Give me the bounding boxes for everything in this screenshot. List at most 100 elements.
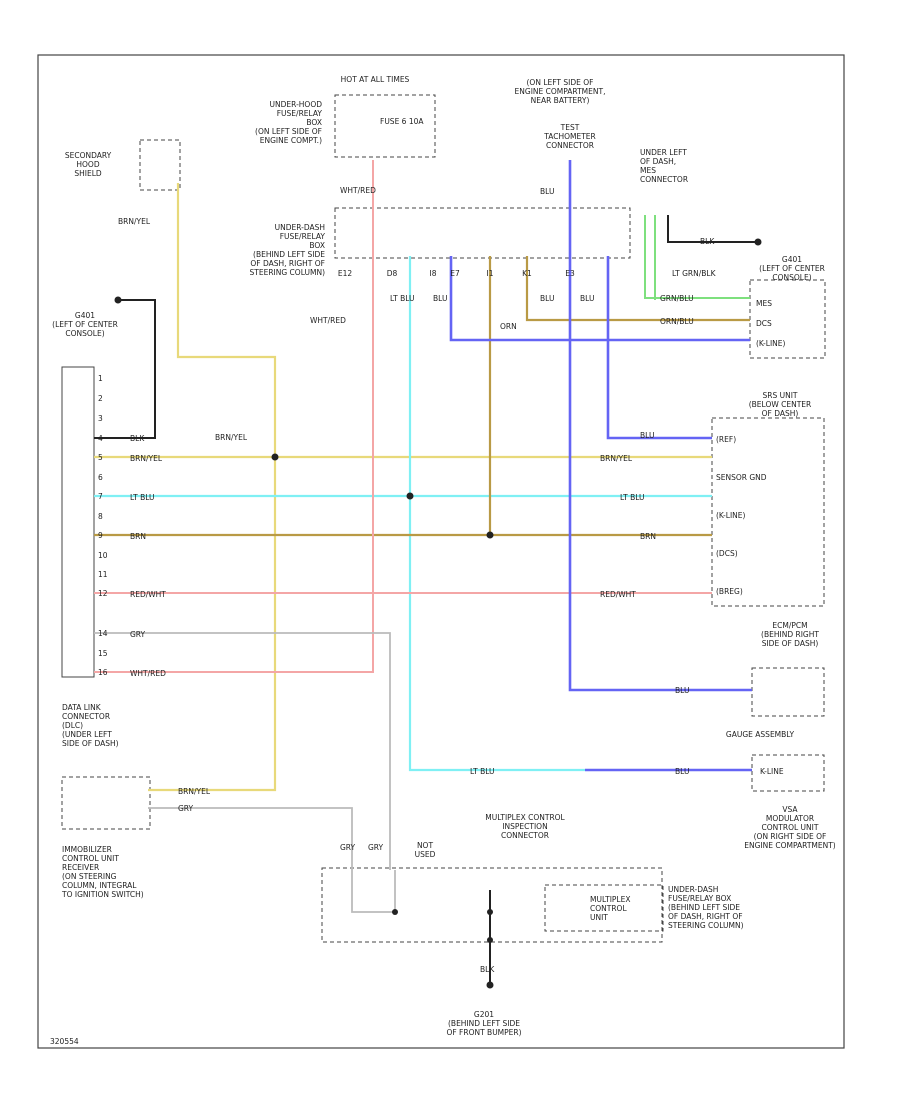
secondary-hood-label: SHIELD <box>74 169 102 178</box>
ground-g401-dlc <box>114 296 122 304</box>
under-dash-box2-label: FUSE/RELAY BOX <box>668 894 731 903</box>
srs-pin-labels: (REF) <box>716 435 736 444</box>
wire-label-lt-blu-gry: LT BLU <box>390 294 415 303</box>
under-dash-box-label: BOX <box>309 241 325 250</box>
wire-label-lt-grn-blk: LT GRN/BLK <box>672 269 717 278</box>
dlc-pin-1: 1 <box>98 374 103 383</box>
dlc-pin-11: 11 <box>98 570 108 579</box>
wire-label-blk: BLK <box>700 237 715 246</box>
multiplex-unit-label: CONTROL <box>590 904 627 913</box>
wire-label-blu: BLU <box>433 294 447 303</box>
vsa-label: MODULATOR <box>766 814 814 823</box>
under-dash-box-label: UNDER-DASH <box>275 223 325 232</box>
wire-label-red-wht: RED/WHT <box>130 590 166 599</box>
wire-label-red-wht: RED/WHT <box>600 590 636 599</box>
immobilizer-label: IMMOBILIZER <box>62 845 112 854</box>
wire-label-blu: BLU <box>540 294 554 303</box>
under-dash-box2-label: (BEHIND LEFT SIDE <box>668 903 740 912</box>
wire-label-blu: BLU <box>675 767 689 776</box>
splice-dot <box>486 531 494 539</box>
multiplex-unit-label: MULTIPLEX <box>590 895 630 904</box>
underhood-box-label: BOX <box>306 118 322 127</box>
dash-pin-E7: E7 <box>450 269 460 278</box>
wire-label-orn-blu: ORN/BLU <box>660 317 694 326</box>
dlc-pin-2: 2 <box>98 394 103 403</box>
underhood-box-label: UNDER-HOOD <box>270 100 323 109</box>
ground-g201 <box>486 981 494 989</box>
under-dash-box-label: STEERING COLUMN) <box>250 268 326 277</box>
diagram-frame <box>37 54 845 1049</box>
ground-g401-mes <box>754 238 762 246</box>
wire-label-wht-red: WHT/RED <box>310 316 346 325</box>
secondary-hood-shield <box>139 139 181 191</box>
dash-pin-E3: E3 <box>565 269 575 278</box>
mes-connector-label: MES <box>640 166 656 175</box>
ecm-pcm-box <box>751 667 825 717</box>
dash-pin-I1: I1 <box>487 269 494 278</box>
wire-lt-blu-vertical <box>408 256 585 772</box>
dlc-pin-6: 6 <box>98 473 103 482</box>
engine-compt-location: ENGINE COMPARTMENT, <box>515 87 606 96</box>
dlc-label: SIDE OF DASH) <box>62 739 119 748</box>
under-dash-box2-label: STEERING COLUMN) <box>668 921 744 930</box>
gauge-pin-label: K-LINE <box>760 767 784 776</box>
mes-connector-label: OF DASH, <box>640 157 676 166</box>
wire-label-brn-yel: BRN/YEL <box>118 217 151 226</box>
wire-label-lt-blu: LT BLU <box>470 767 495 776</box>
wire-label-blu: BLU <box>580 294 594 303</box>
wire-label-brn: BRN <box>640 532 656 541</box>
dash-pin-I8: I8 <box>430 269 437 278</box>
wire-label-blu: BLU <box>540 187 554 196</box>
srs-unit-box <box>711 417 825 607</box>
wire-label-gry: GRY <box>368 843 384 852</box>
secondary-hood-label: HOOD <box>76 160 99 169</box>
wire-blu-tach <box>568 160 752 692</box>
dlc-connector-body <box>61 366 95 678</box>
wire-label-wht-red: WHT/RED <box>130 669 166 678</box>
dlc-label: DATA LINK <box>62 703 102 712</box>
srs-pin-labels: (BREG) <box>716 587 743 596</box>
multiplex-inspection-label: MULTIPLEX CONTROL <box>485 813 565 822</box>
wire-label-brn-yel: BRN/YEL <box>130 454 163 463</box>
g401-mes-label: (LEFT OF CENTER <box>759 264 825 273</box>
mes-connector-label: UNDER LEFT <box>640 148 687 157</box>
dlc-pin-5: 5 <box>98 453 103 462</box>
immobilizer-label: TO IGNITION SWITCH) <box>61 890 144 899</box>
vsa-label: (ON RIGHT SIDE OF <box>754 832 827 841</box>
dlc-pin-4: 4 <box>98 434 103 443</box>
gauge-assembly-box <box>751 754 825 792</box>
dash-pin-E12: E12 <box>338 269 353 278</box>
underhood-box-label: ENGINE COMPT.) <box>260 136 322 145</box>
splice-dot <box>392 909 398 915</box>
dlc-label: CONNECTOR <box>62 712 110 721</box>
srs-unit-label: SRS UNIT <box>762 391 797 400</box>
immobilizer-label: COLUMN, INTEGRAL <box>62 881 137 890</box>
under-dash-box-label: OF DASH, RIGHT OF <box>250 259 325 268</box>
under-dash-box-label: FUSE/RELAY <box>280 232 326 241</box>
wire-label-orn: ORN <box>500 322 517 331</box>
dlc-pin-15: 15 <box>98 649 108 658</box>
not-used-label: NOT <box>417 841 434 850</box>
wire-label-gry: GRY <box>340 843 356 852</box>
srs-unit-label: OF DASH) <box>762 409 799 418</box>
wire-blk-dlc <box>94 299 156 439</box>
dlc-pin-10: 10 <box>98 551 108 560</box>
wire-blk-mes <box>667 215 758 243</box>
ecm-pcm-label: ECM/PCM <box>772 621 807 630</box>
ecm-pcm-label: (BEHIND RIGHT <box>761 630 819 639</box>
wire-label-lt-blu: LT BLU <box>620 493 645 502</box>
immobilizer-box <box>61 776 151 830</box>
dlc-pin-16: 16 <box>98 668 108 677</box>
immobilizer-label: RECEIVER <box>62 863 99 872</box>
g401-dlc-label: G401 <box>75 311 95 320</box>
ecm-pcm-label: SIDE OF DASH) <box>762 639 819 648</box>
vsa-label: CONTROL UNIT <box>762 823 819 832</box>
splice-dot <box>271 453 279 461</box>
wire-brn-yel-hood <box>148 183 277 792</box>
immobilizer-label: CONTROL UNIT <box>62 854 119 863</box>
immobilizer-label: (ON STEERING <box>62 872 117 881</box>
gauge-assembly-label: GAUGE ASSEMBLY <box>726 730 795 739</box>
multiplex-unit-label: UNIT <box>590 913 608 922</box>
srs-pin-labels: (K-LINE) <box>716 511 746 520</box>
